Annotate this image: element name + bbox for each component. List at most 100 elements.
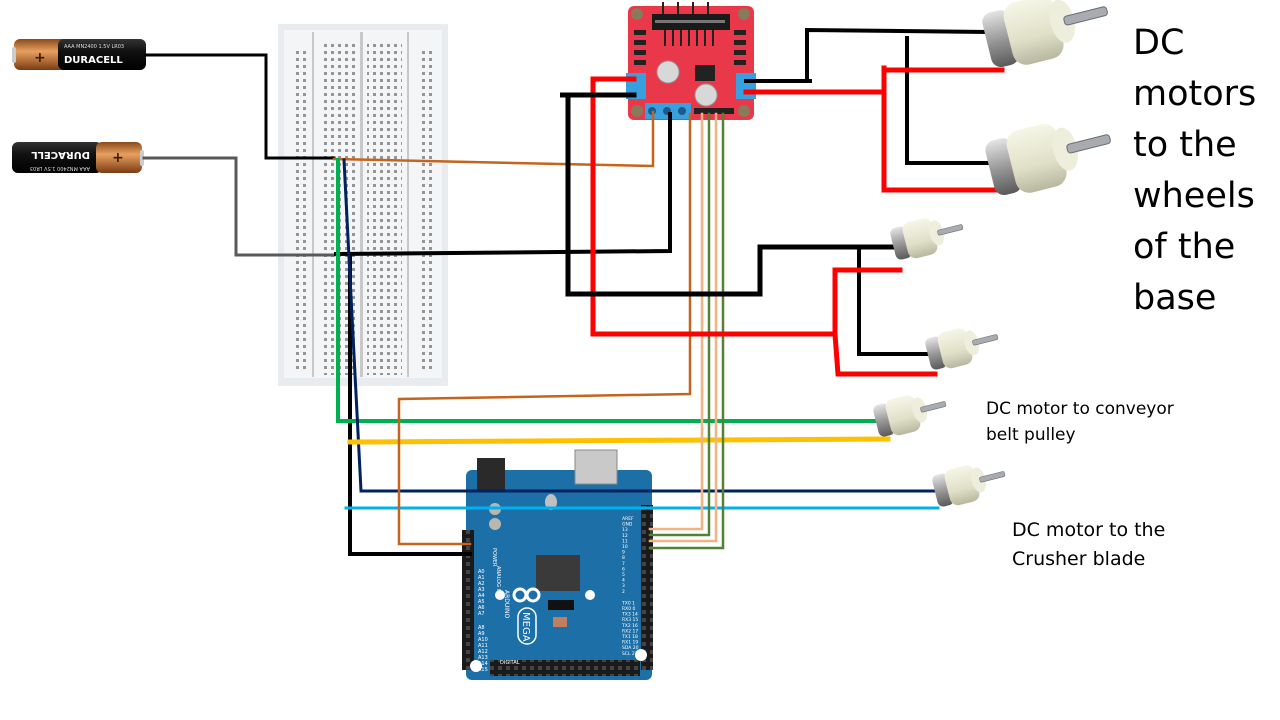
battery-bottom-plus: + — [112, 150, 124, 166]
driver-capacitor — [694, 83, 718, 107]
wire-navy-crusher — [342, 158, 940, 493]
arduino-pin-label: A8 — [478, 625, 485, 631]
arduino-pin-label: TX3 14 — [621, 612, 638, 618]
motor-shaft — [979, 471, 1006, 483]
wire-red-front-motor-2 — [832, 331, 938, 377]
arduino-pin-label: A15 — [478, 667, 488, 673]
battery-top-plus: + — [34, 50, 46, 66]
conveyor-motor-label-line: belt pulley — [986, 425, 1076, 445]
arduino-pin-label: 3 — [622, 583, 625, 589]
base-motor-3 — [890, 218, 964, 260]
arduino-pin-label: A2 — [478, 581, 485, 587]
wire-black-front-motor-2 — [857, 246, 932, 356]
wire-black-driver-left-out — [560, 92, 763, 297]
arduino-pin-label: A0 — [478, 569, 485, 575]
driver-screw — [678, 107, 686, 115]
arduino-model-label: MEGA — [520, 612, 531, 642]
arduino-pin-label: SCL 21 — [622, 651, 638, 657]
motor-gearbox — [902, 218, 938, 259]
driver-mount-hole — [631, 105, 643, 117]
arduino-analog-label: ANALOG IN — [495, 566, 501, 594]
breadboard — [278, 24, 448, 386]
arduino-pin-label: RX0 0 — [622, 606, 636, 612]
arduino-pin-label: SDA 20 — [622, 645, 639, 651]
wire-peach-in1 — [648, 112, 704, 531]
arduino-pin-label: A14 — [478, 661, 488, 667]
motor-gearbox-cap — [964, 330, 980, 356]
motor-shaft — [937, 224, 964, 236]
arduino-header-bottom — [490, 660, 640, 676]
motor-driver — [626, 2, 756, 120]
wire-red-driver-left-out — [590, 76, 838, 337]
crusher-motor-label-line: DC motor to the — [1012, 519, 1166, 541]
wire-olive-in2 — [648, 112, 711, 537]
arduino-pin-label: A3 — [478, 587, 485, 593]
arduino-pin-label: RX2 17 — [622, 628, 638, 634]
crusher-motor — [932, 465, 1006, 507]
motor-gearbox — [1006, 124, 1067, 193]
arduino-pin-label: TX0 1 — [621, 600, 635, 606]
arduino-brand-label: ARDUINO — [503, 590, 510, 619]
battery-bottom: + DURACELL AAA MN2400 1.5V LR03 — [12, 142, 144, 173]
base-motors-label-line: base — [1133, 278, 1217, 318]
breadboard-rail-left — [294, 50, 308, 370]
conveyor-motor — [873, 395, 947, 437]
arduino-mount-hole — [585, 590, 595, 600]
driver-ic-pins — [662, 2, 714, 46]
arduino-pin-label: AREF — [622, 516, 634, 522]
arduino-pin-label: A6 — [478, 605, 485, 611]
battery-bottom-copper — [96, 142, 142, 173]
driver-diodes-left — [634, 30, 646, 65]
wire-gray-battery-bottom — [142, 156, 336, 257]
arduino-pin-label: 9 — [622, 550, 625, 556]
driver-terminal-out2 — [736, 73, 756, 99]
base-motor-2 — [985, 124, 1111, 196]
arduino-digital-label: DIGITAL — [500, 660, 520, 666]
wire-green-conveyor — [336, 158, 888, 423]
crusher-motor-label-line: Crusher blade — [1012, 548, 1146, 570]
battery-bottom-brand: DURACELL — [31, 149, 90, 160]
wire-black-battery-top — [144, 53, 336, 160]
arduino-pin-label: A7 — [478, 611, 485, 617]
motor-gearbox-cap — [912, 397, 928, 423]
wire-brown-driver-arduino — [397, 112, 692, 546]
arduino-usb-port — [574, 449, 618, 485]
battery-top-terminal — [12, 47, 16, 63]
wire-black-breadboard-driver-gnd — [333, 112, 672, 257]
arduino-mount-hole — [635, 649, 647, 661]
arduino-pin-label: A1 — [478, 575, 485, 581]
base-motor-4 — [925, 328, 999, 370]
battery-bottom-terminal — [140, 150, 144, 166]
arduino-pin-label: 7 — [622, 561, 625, 567]
arduino-pin-label: 12 — [622, 533, 628, 539]
battery-top: + AAA MN2400 1.5V LR03 DURACELL — [12, 39, 146, 70]
base-motors-label-line: DC — [1133, 23, 1185, 63]
driver-pcb — [628, 6, 754, 120]
motors — [873, 0, 1111, 507]
motor-gearbox-cap — [1052, 127, 1079, 171]
driver-mount-hole — [738, 8, 750, 20]
wire-red-base-motor-2 — [881, 65, 1005, 193]
motor-gearbox — [885, 395, 921, 436]
arduino-mount-hole — [470, 660, 482, 672]
arduino-icsp — [548, 600, 574, 610]
wire-black-gnd-arduino — [348, 254, 472, 556]
wire-olive-in4 — [648, 112, 725, 550]
motor-gearbox-cap — [929, 220, 945, 246]
arduino-pin-label: 13 — [622, 527, 628, 533]
motor-gearbox — [944, 465, 980, 506]
arduino-pin-label: 8 — [622, 555, 625, 561]
breadboard-terminal-right — [367, 40, 402, 375]
driver-diodes-right — [734, 30, 746, 65]
arduino-pin-label: RX1 19 — [622, 640, 638, 646]
motor-gearbox-cap — [971, 467, 987, 493]
wire-yellow-conveyor — [347, 436, 891, 445]
arduino-pin-label: 10 — [622, 544, 628, 550]
arduino-pin-label: A12 — [478, 649, 488, 655]
battery-bottom-body — [12, 142, 102, 173]
driver-capacitor — [656, 60, 680, 84]
arduino-pin-label: 6 — [622, 566, 625, 572]
arduino-pin-label: 11 — [622, 538, 628, 544]
